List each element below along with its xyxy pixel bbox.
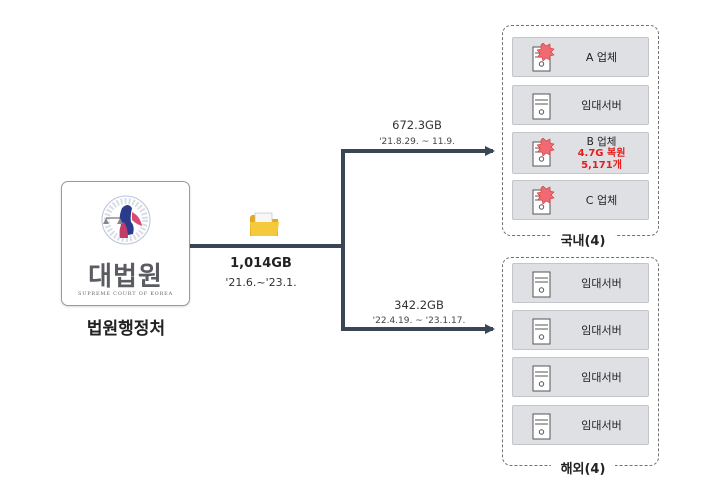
- total-transfer-period: '21.6.~'23.1.: [225, 276, 297, 289]
- item-label: 임대서버: [581, 99, 622, 112]
- domestic-group-label: 국내(4): [551, 230, 615, 249]
- court-emblem-icon: [101, 195, 151, 245]
- restore-size-note: 4.7G 복원: [577, 148, 626, 159]
- domestic-transfer-size: 672.3GB: [392, 118, 442, 132]
- overseas-item-4: 임대서버: [512, 405, 649, 445]
- domestic-item-rental: 임대서버: [512, 85, 649, 125]
- item-label: B 업체: [586, 136, 617, 148]
- overseas-transfer-size: 342.2GB: [394, 298, 444, 312]
- overseas-group-label: 해외(4): [551, 458, 615, 477]
- item-label: 임대서버: [581, 277, 622, 290]
- folder-icon: [250, 212, 279, 236]
- server-icon: [532, 413, 551, 440]
- domestic-item-a: A 업체: [512, 37, 649, 77]
- item-label: 임대서버: [581, 324, 622, 337]
- restore-count-note: 5,171개: [581, 160, 622, 171]
- overseas-item-1: 임대서버: [512, 263, 649, 303]
- overseas-item-3: 임대서버: [512, 357, 649, 397]
- source-label: 법원행정처: [86, 319, 166, 339]
- infected-server-icon: [532, 43, 555, 72]
- server-icon: [532, 271, 551, 298]
- logo-subtitle: SUPREME COURT OF KOREA: [78, 291, 173, 297]
- server-icon: [532, 318, 551, 345]
- court-logo: [61, 181, 190, 306]
- item-label: 임대서버: [581, 419, 622, 432]
- logo-text: 대법원: [88, 262, 163, 292]
- item-label: A 업체: [585, 51, 618, 64]
- item-label: C 업체: [585, 194, 618, 207]
- infected-server-icon: [532, 138, 555, 167]
- overseas-transfer-period: '22.4.19. ~ '23.1.17.: [372, 316, 466, 326]
- domestic-item-b: B 업체 4.7G 복원 5,171개: [512, 132, 649, 174]
- domestic-item-c: C 업체: [512, 180, 649, 220]
- domestic-transfer-period: '21.8.29. ~ 11.9.: [379, 137, 455, 147]
- server-icon: [532, 365, 551, 392]
- item-label: 임대서버: [581, 371, 622, 384]
- overseas-item-2: 임대서버: [512, 310, 649, 350]
- server-icon: [532, 93, 551, 120]
- total-transfer-size: 1,014GB: [230, 256, 292, 271]
- infected-server-icon: [532, 186, 555, 215]
